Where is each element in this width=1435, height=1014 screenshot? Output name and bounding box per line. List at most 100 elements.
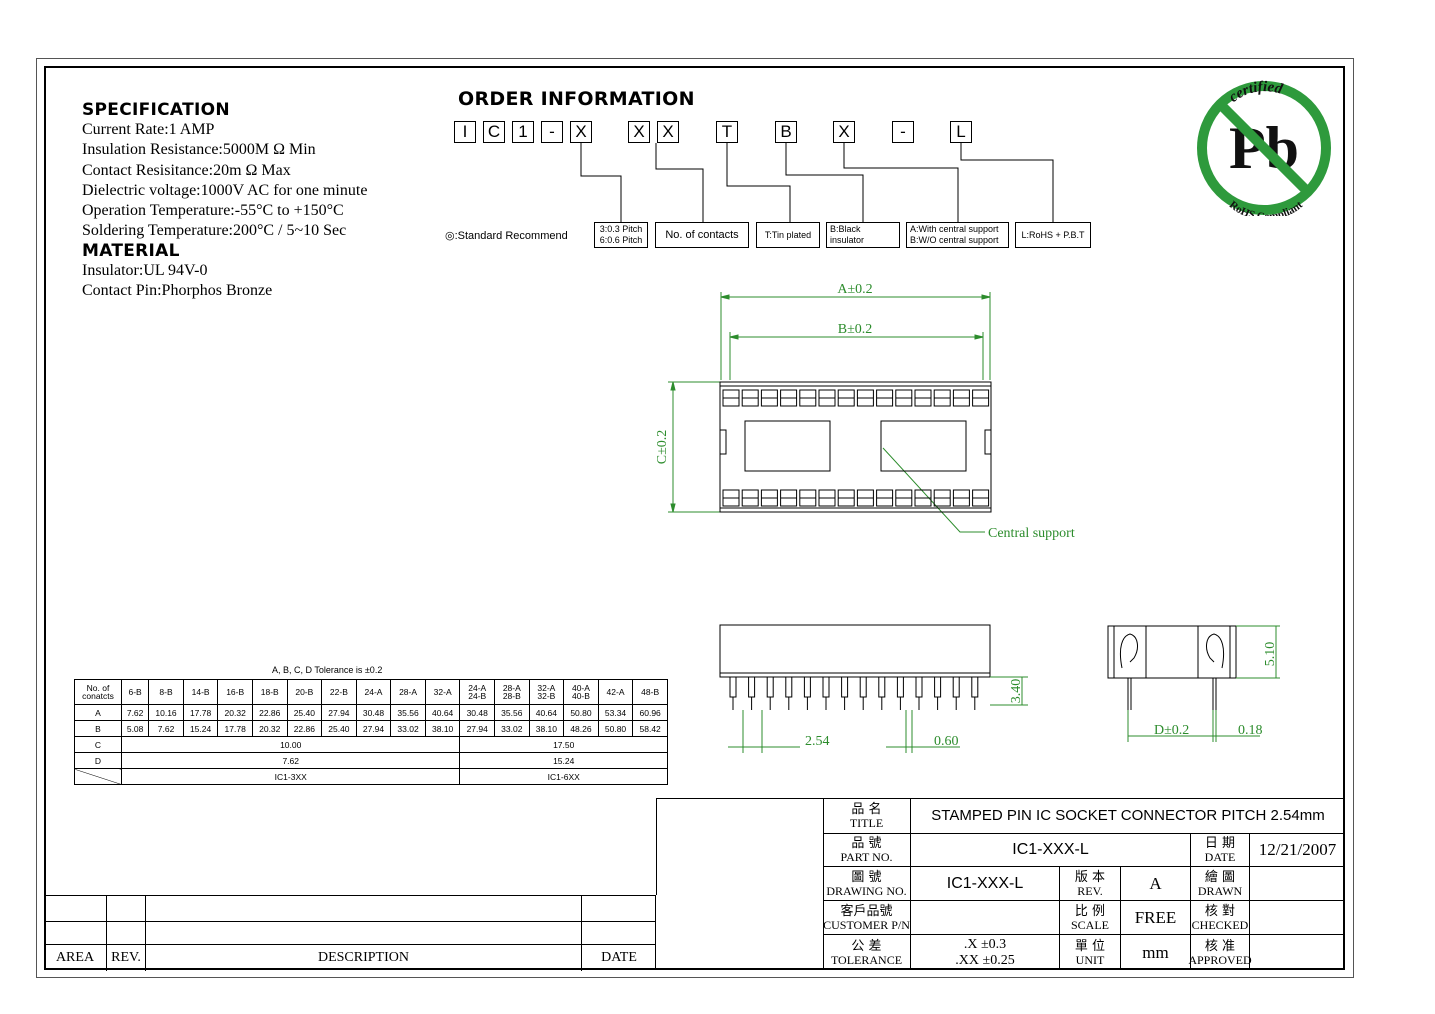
table-cell: 40.64 (528, 704, 565, 721)
table-cell: 17.78 (182, 704, 219, 721)
dim-340-label: 3.40 (1009, 679, 1024, 704)
pin-leg (859, 677, 867, 698)
rev-label: 版 本 REV. (1074, 869, 1106, 898)
table-header-cell: 28-A (390, 679, 426, 705)
table-row-label: C (74, 736, 122, 753)
table-cell: 30.48 (355, 704, 392, 721)
title-block: 品 名 TITLE STAMPED PIN IC SOCKET CONNECTO… (823, 798, 1345, 970)
pin-leg (841, 677, 849, 698)
table-cell: 7.62 (120, 752, 461, 769)
pin-leg (748, 677, 756, 698)
table-cell: 20.32 (251, 720, 288, 737)
dim-c-label: C±0.2 (655, 430, 670, 465)
unit-label: 單 位 UNIT (1074, 938, 1106, 967)
rohs-option: L:RoHS + P.B.T (1021, 229, 1085, 240)
drawing-no-label: 圖 號 DRAWING NO. (826, 869, 907, 898)
table-cell: 50.80 (597, 720, 634, 737)
contacts-option: No. of contacts (665, 228, 739, 241)
spec-line: Insulation Resistance:5000M Ω Min (82, 141, 316, 159)
table-header-cell: 18-B (251, 679, 288, 705)
material-line: Insulator:UL 94V-0 (82, 261, 208, 279)
plating-option-box: T:Tin plated (756, 222, 820, 248)
table-row-label: B (74, 720, 122, 737)
table-cell: 10.00 (120, 736, 461, 753)
table-cell: 40.64 (424, 704, 461, 721)
code-char-box: C (483, 121, 505, 143)
dim-060-label: 0.60 (934, 734, 959, 749)
table-cell: 15.24 (459, 752, 668, 769)
code-char-box: L (950, 121, 972, 143)
material-heading: MATERIAL (82, 240, 180, 261)
tolerance-label: 公 差 TOLERANCE (830, 938, 903, 967)
table-cell: 22.86 (286, 720, 323, 737)
table-cell: 20.32 (217, 704, 253, 721)
table-cell: 7.62 (120, 704, 150, 721)
support-option-box: A:With central support B:W/O central sup… (906, 222, 1009, 248)
rohs-option-box: L:RoHS + P.B.T (1015, 222, 1091, 248)
drawing-no-value: IC1-XXX-L (946, 874, 1024, 892)
table-cell: 38.10 (424, 720, 461, 737)
dim-b-label: B±0.2 (838, 322, 873, 337)
table-cell: 38.10 (528, 720, 565, 737)
rev-value: A (1149, 873, 1162, 893)
date-label: 日 期 DATE (1204, 836, 1236, 864)
code-char-box: X (628, 121, 650, 143)
drawing-frame (44, 66, 1345, 970)
table-cell: 50.80 (563, 704, 599, 721)
table-cell: 7.62 (148, 720, 184, 737)
support-option: B:W/O central support (910, 235, 999, 245)
table-cell: 30.48 (459, 704, 496, 721)
spec-line: Operation Temperature:-55°C to +150°C (82, 202, 344, 220)
plating-option: T:Tin plated (764, 229, 812, 240)
spec-line: Soldering Temperature:200°C / 5~10 Sec (82, 222, 347, 240)
spec-line: Current Rate:1 AMP (82, 121, 215, 138)
table-cell: 27.94 (355, 720, 392, 737)
rev-rev-header: REV. (111, 950, 141, 965)
pitch-option: 6:0.6 Pitch (599, 235, 643, 245)
dim-018-label: 0.18 (1238, 723, 1263, 738)
code-char-box: B (775, 121, 797, 143)
tolerance-value: .X ±0.3 .XX ±0.25 (955, 936, 1015, 968)
approved-label: 核 准 APPROVED (1188, 938, 1252, 967)
rev-area-header: AREA (55, 950, 95, 965)
code-char-box: - (892, 121, 914, 143)
table-cell: IC1-3XX (120, 768, 461, 785)
title-value: STAMPED PIN IC SOCKET CONNECTOR PITCH 2.… (931, 807, 1325, 824)
pin-leg (822, 677, 830, 698)
table-cell: 25.40 (286, 704, 323, 721)
table-header-cell: 6-B (120, 679, 150, 705)
table-cell: 53.34 (597, 704, 634, 721)
unit-value: mm (1142, 942, 1169, 962)
pitch-option: 3:0.3 Pitch (599, 224, 643, 234)
dim-a-label: A±0.2 (837, 282, 872, 297)
dim-510-label: 5.10 (1263, 642, 1278, 667)
table-cell: 15.24 (182, 720, 219, 737)
table-header-cell: 42-A (597, 679, 634, 705)
table-diagonal-cell (74, 768, 122, 785)
checked-label: 核 對 CHECKED (1191, 903, 1249, 932)
code-char-box: X (657, 121, 679, 143)
code-char-box: X (833, 121, 855, 143)
table-cell: 27.94 (459, 720, 496, 737)
table-row-label: A (74, 704, 122, 721)
pin-leg (803, 677, 811, 698)
table-header-cell: 14-B (182, 679, 219, 705)
drawn-label: 繪 圖 DRAWN (1197, 869, 1243, 898)
part-no-value: IC1-XXX-L (1012, 841, 1089, 858)
specification-heading: SPECIFICATION (82, 100, 230, 120)
table-cell: 33.02 (494, 720, 530, 737)
rev-date-header: DATE (601, 950, 637, 965)
table-cell: 22.86 (251, 704, 288, 721)
customer-pn-label: 客戶品號 CUSTOMER P/N (823, 903, 910, 932)
table-cell: 48.26 (563, 720, 599, 737)
socket-top-view: A±0.2 B±0.2 C±0.2 Central support (655, 282, 1075, 541)
title-label: 品 名 TITLE (849, 801, 884, 830)
dim-table-caption: A, B, C, D Tolerance is ±0.2 (272, 665, 383, 675)
pin-leg (971, 677, 979, 698)
table-header-cell: 22-B (321, 679, 357, 705)
specification-section: SPECIFICATION Current Rate:1 AMP Insulat… (82, 100, 367, 301)
